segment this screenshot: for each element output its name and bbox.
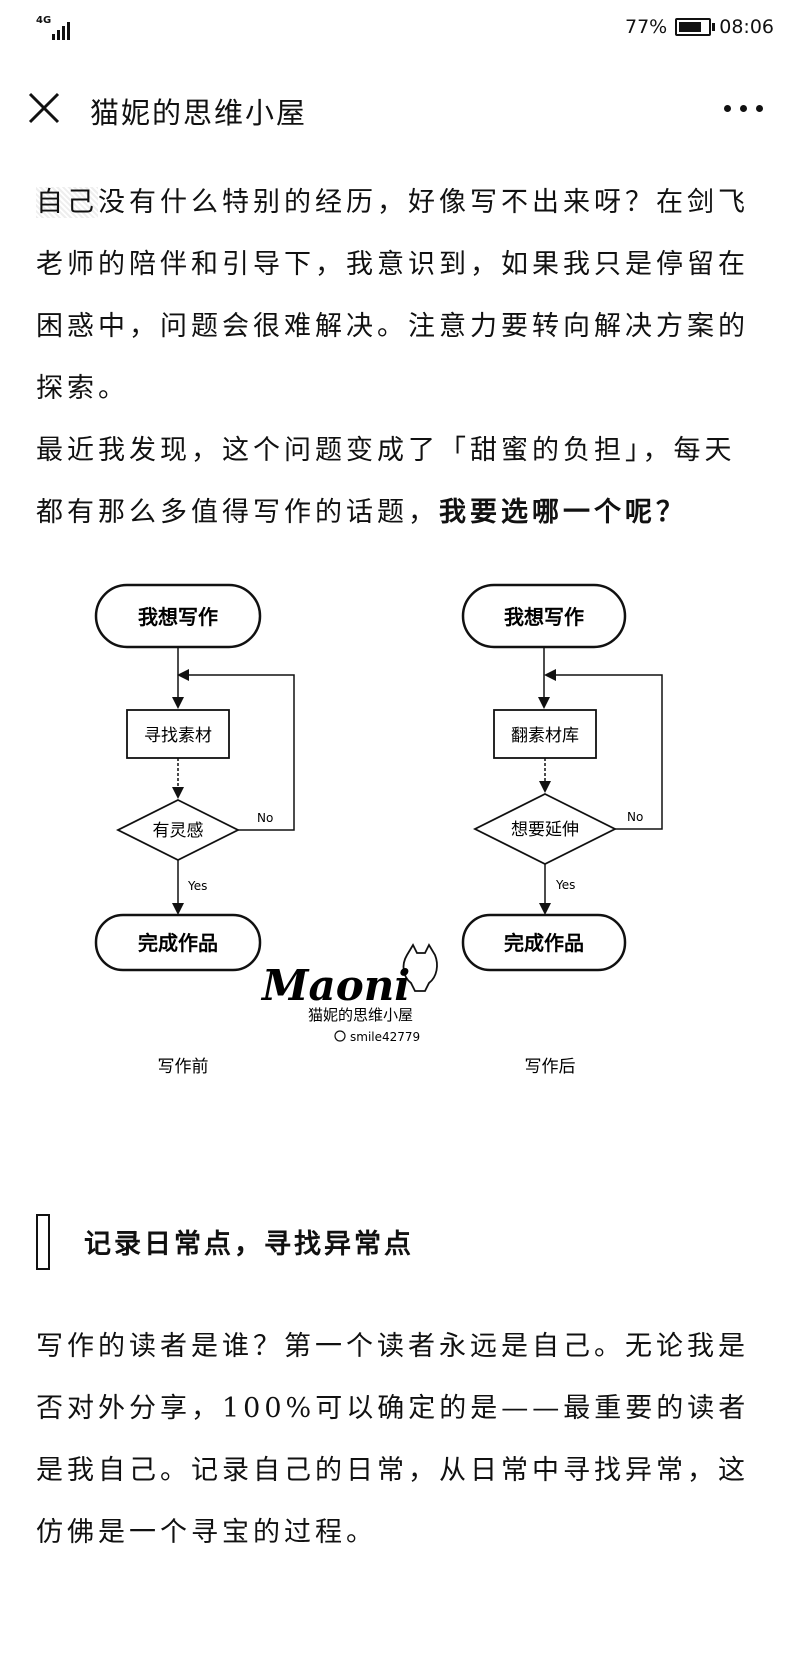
no-label: No [627, 810, 643, 824]
wechat-icon [334, 1030, 346, 1042]
paragraph-text: 没有什么特别的经历，好像写不出来呀？在剑飞老师的陪伴和引导下，我意识到，如果我只… [36, 187, 749, 404]
article-paragraph-3: 写作的读者是谁？第一个读者永远是自己。无论我是否对外分享，100%可以确定的是—… [36, 1331, 750, 1548]
watermark-wechat: smile42779 [350, 1030, 420, 1044]
article-paragraph-1: 自己没有什么特别的经历，好像写不出来呀？在剑飞老师的陪伴和引导下，我意识到，如果… [36, 172, 766, 420]
section-heading: 记录日常点，寻找异常点 [36, 1214, 736, 1270]
yes-label: Yes [555, 878, 575, 892]
watermark-logo: Maoni [260, 961, 410, 1010]
page-title: 猫妮的思维小屋 [90, 96, 308, 130]
clock: 08:06 [719, 16, 774, 38]
top-nav-bar: 猫妮的思维小屋 [0, 70, 800, 150]
paragraph-text: 最近我发现，这个问题变成了「甜蜜的负担」，每天都有那么多值得写作的话题， [36, 435, 736, 528]
watermark: Maoni 猫妮的思维小屋 smile42779 [260, 943, 438, 1044]
no-label: No [257, 811, 273, 825]
start-label: 我想写作 [138, 605, 218, 629]
end-node [94, 913, 262, 972]
flowchart-before: 我想写作 寻找素材 有灵感 No Yes 完成作品 写作前 [94, 583, 295, 1077]
caption-before: 写作前 [158, 1057, 209, 1077]
bold-question: 我要选哪一个呢？ [439, 497, 687, 528]
more-options-button[interactable] [724, 96, 776, 120]
decision-label: 有灵感 [153, 821, 204, 841]
cat-icon [402, 943, 438, 992]
process-label: 翻素材库 [511, 726, 579, 746]
more-icon [724, 104, 731, 112]
end-label: 完成作品 [138, 931, 218, 955]
end-label: 完成作品 [504, 931, 584, 955]
start-label: 我想写作 [504, 605, 584, 629]
flowchart-figure[interactable]: 我想写作 寻找素材 有灵感 No Yes 完成作品 写作前 我想写作 翻素材库 [0, 560, 800, 1120]
highlighted-text: 自己 [36, 187, 98, 218]
end-node [461, 913, 627, 972]
network-type: 4G [36, 15, 52, 26]
yes-label: Yes [187, 879, 207, 893]
process-node [126, 709, 230, 759]
battery-icon [675, 18, 716, 36]
status-bar: 4G 77% 08:06 [0, 0, 800, 62]
close-button[interactable] [22, 86, 66, 130]
battery-percent: 77% [625, 16, 668, 38]
flowchart-after: 我想写作 翻素材库 想要延伸 No Yes 完成作品 写作后 [461, 583, 663, 1077]
decision-label: 想要延伸 [511, 820, 579, 840]
close-icon [28, 92, 60, 124]
article-paragraph-2: 最近我发现，这个问题变成了「甜蜜的负担」，每天都有那么多值得写作的话题，我要选哪… [36, 420, 766, 544]
watermark-subtitle: 猫妮的思维小屋 [308, 1006, 413, 1024]
process-label: 寻找素材 [144, 726, 212, 746]
signal-icon: 4G [36, 16, 80, 42]
process-node [493, 709, 597, 759]
section-marker [36, 1214, 50, 1270]
section-title: 记录日常点，寻找异常点 [84, 1229, 414, 1260]
caption-after: 写作后 [525, 1057, 576, 1077]
